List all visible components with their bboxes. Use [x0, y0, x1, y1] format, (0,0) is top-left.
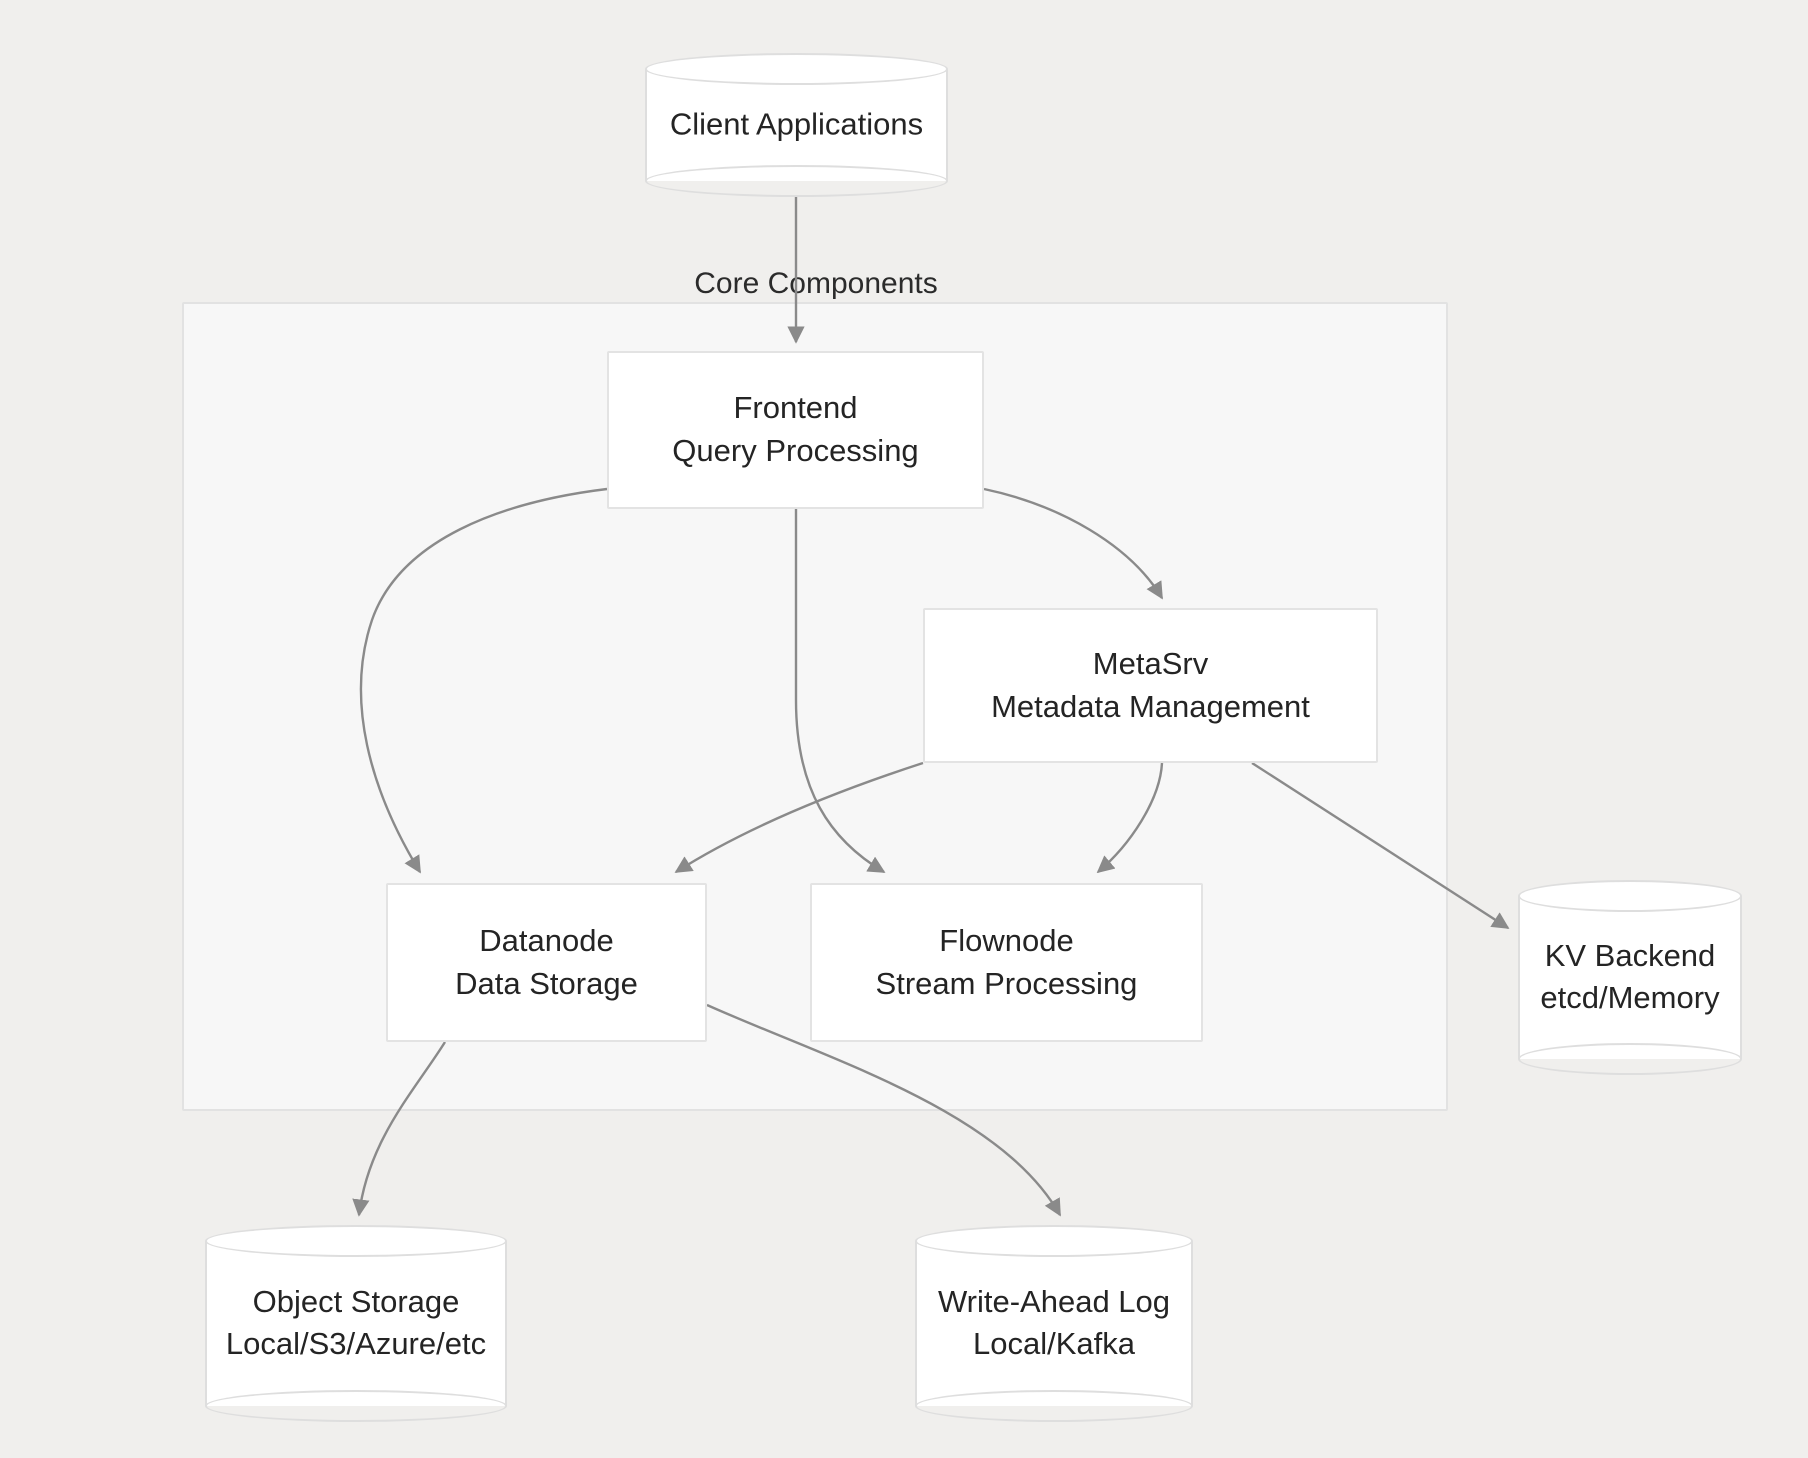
cylinder-top-ellipse [1518, 880, 1742, 912]
cylinder-bottom-ellipse [205, 1390, 507, 1422]
node-label-line-1: Write-Ahead Log [937, 1283, 1171, 1319]
node-kv-backend[interactable]: KV Backend etcd/Memory [1518, 880, 1742, 1075]
node-flownode[interactable]: Flownode Stream Processing [810, 883, 1203, 1042]
cylinder-body [205, 1241, 507, 1406]
node-flownode-title: Flownode [939, 922, 1074, 958]
node-metasrv-subtitle: Metadata Management [991, 688, 1310, 724]
node-flownode-subtitle: Stream Processing [875, 965, 1138, 1001]
node-kv-backend-label: KV Backend etcd/Memory [1518, 935, 1742, 1021]
node-frontend-title: Frontend [733, 390, 858, 426]
cylinder-bottom-ellipse [1518, 1043, 1742, 1075]
node-label-line-1: KV Backend [1544, 937, 1716, 973]
node-frontend-subtitle: Query Processing [672, 433, 919, 468]
node-metasrv[interactable]: MetaSrv Metadata Management [923, 608, 1378, 763]
node-client-applications[interactable]: Client Applications [645, 53, 948, 197]
subgraph-core-components-label: Core Components [694, 267, 938, 300]
node-datanode-title: Datanode [479, 922, 614, 958]
node-label-line-2: etcd/Memory [1540, 980, 1720, 1016]
node-label-line-2: Local/S3/Azure/etc [225, 1326, 487, 1362]
cylinder-body [1518, 896, 1742, 1059]
node-object-storage[interactable]: Object Storage Local/S3/Azure/etc [205, 1225, 507, 1422]
node-label-line-2: Local/Kafka [973, 1326, 1135, 1362]
node-datanode[interactable]: Datanode Data Storage [386, 883, 707, 1042]
cylinder-bottom-ellipse [915, 1390, 1193, 1422]
node-write-ahead-log[interactable]: Write-Ahead Log Local/Kafka [915, 1225, 1193, 1422]
cylinder-top-ellipse [915, 1225, 1193, 1257]
node-label-line-1: Client Applications [669, 106, 924, 142]
node-object-storage-label: Object Storage Local/S3/Azure/etc [205, 1281, 507, 1367]
cylinder-bottom-ellipse [645, 165, 948, 197]
cylinder-top-ellipse [645, 53, 948, 85]
node-label-line-1: Object Storage [252, 1283, 460, 1319]
node-frontend[interactable]: Frontend Query Processing [607, 351, 984, 509]
node-write-ahead-log-label: Write-Ahead Log Local/Kafka [915, 1281, 1193, 1367]
cylinder-body [915, 1241, 1193, 1406]
node-client-applications-label: Client Applications [645, 104, 948, 147]
node-metasrv-title: MetaSrv [1092, 645, 1209, 681]
cylinder-top-ellipse [205, 1225, 507, 1257]
node-datanode-subtitle: Data Storage [455, 965, 638, 1001]
cylinder-body [645, 69, 948, 181]
